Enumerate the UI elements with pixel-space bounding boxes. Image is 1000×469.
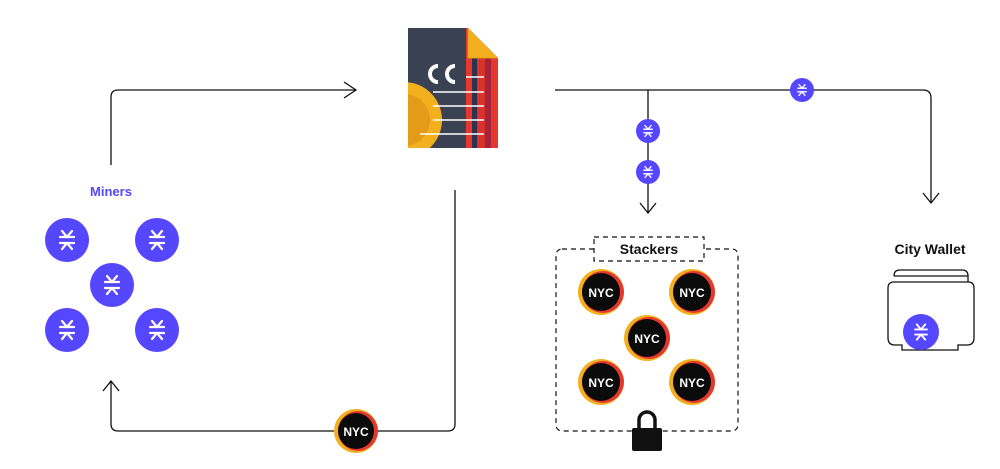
- miners-label: Miners: [90, 184, 132, 199]
- stx-coin: [45, 308, 89, 352]
- contract-to-miners-line: [110, 190, 456, 432]
- contract-to-city-wallet-line: [555, 89, 932, 202]
- stackers-group: Stackers NYC NYC NYC NYC NYC: [555, 236, 739, 451]
- stackers-arrowhead: [639, 202, 657, 215]
- svg-text:NYC: NYC: [679, 376, 705, 390]
- nyc-coin: NYC: [624, 315, 670, 361]
- stx-token: [636, 160, 660, 184]
- miners-return-arrowhead: [102, 379, 120, 392]
- stx-coin: [135, 218, 179, 262]
- stx-coin: [90, 263, 134, 307]
- stx-coin: [45, 218, 89, 262]
- citycoins-contract-document-icon: [408, 28, 498, 148]
- city-wallet-label: City Wallet: [894, 241, 965, 257]
- nyc-coin: NYC: [578, 359, 624, 405]
- svg-text:NYC: NYC: [679, 286, 705, 300]
- miners-to-contract-line: [110, 89, 356, 165]
- svg-text:NYC: NYC: [343, 425, 369, 439]
- miners-to-contract-arrowhead: [343, 81, 358, 99]
- nyc-coin: NYC: [669, 359, 715, 405]
- wallet-icon: [887, 269, 975, 351]
- svg-text:NYC: NYC: [634, 332, 660, 346]
- flow-lines: [102, 81, 940, 432]
- svg-text:NYC: NYC: [588, 376, 614, 390]
- stx-token: [790, 78, 814, 102]
- miner-stx-coins: [45, 218, 179, 352]
- city-wallet-arrowhead: [922, 192, 940, 205]
- padlock-icon: [632, 410, 662, 451]
- nyc-coin: NYC: [669, 269, 715, 315]
- stx-coin: [903, 314, 939, 350]
- stx-token: [636, 119, 660, 143]
- stackers-label: Stackers: [620, 241, 679, 257]
- svg-text:NYC: NYC: [588, 286, 614, 300]
- contract-cc-logo: [428, 64, 456, 84]
- nyc-coin: NYC: [334, 409, 378, 453]
- stx-coin: [135, 308, 179, 352]
- nyc-coin: NYC: [578, 269, 624, 315]
